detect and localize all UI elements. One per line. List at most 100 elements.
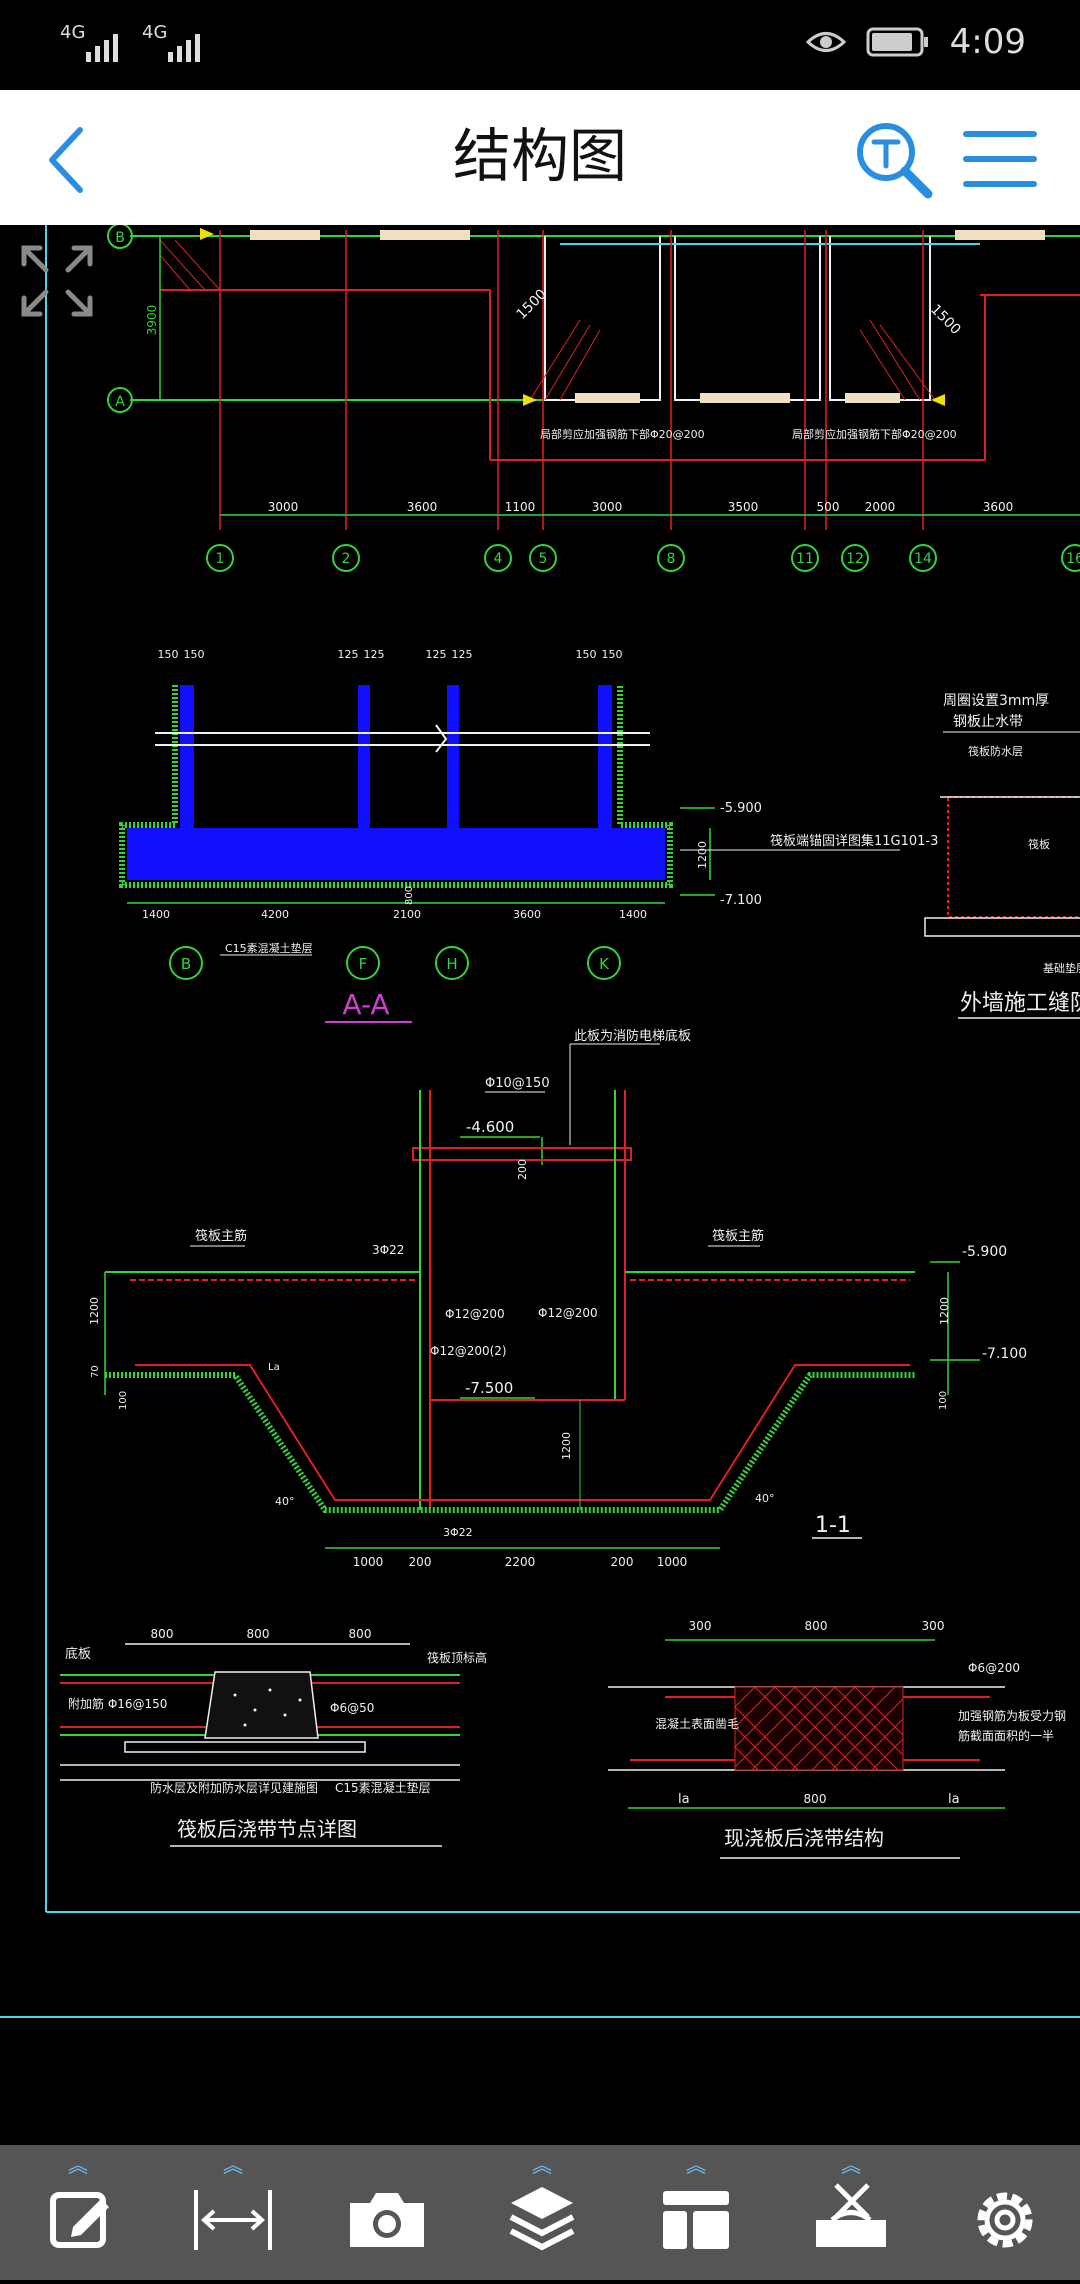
tools-icon [816,2183,886,2247]
s11-dim-1200a: 1200 [88,1297,101,1325]
expand-chevron-icon: ︽ [223,2153,243,2177]
raft-bar2: Φ6@50 [330,1701,374,1715]
status-right: 4:09 [805,22,1026,62]
aa-elev-top: -5.900 [720,801,762,816]
hamburger-menu-icon[interactable] [960,124,1040,194]
raft-bar1: 附加筋 Φ16@150 [68,1696,167,1711]
plan-dim: 2000 [865,500,896,514]
s11-dim-1200b: 1200 [938,1297,951,1325]
s11-r2: Φ12@200(2) [430,1344,507,1358]
s11-r3: Φ12@200 [538,1306,598,1320]
slab-note-right1: 加强钢筋为板受力钢 [958,1708,1066,1723]
cad-drawing[interactable]: B A 3900 1500 1500 局部剪应加强钢筋下部Φ20@200 局部剪… [0,225,1080,2145]
slab-note-left: 混凝土表面凿毛 [655,1716,739,1731]
side-label2: 基础垫层 [1043,961,1080,975]
aa-axis: K [599,955,610,973]
aa-top-dim: 150 [602,648,623,661]
waterproof-detail: 周圈设置3mm厚 钢板止水带 筏板防水层 筏板 基础垫层 外墙施工缝防水大 [924,693,1080,1019]
expand-chevron-icon: ︽ [68,2153,88,2177]
aa-axis: B [181,955,191,973]
signal-1: 4G [60,22,124,62]
app-bar: 结构图 [0,90,1080,225]
eye-icon [805,32,846,52]
aa-top-dim: 125 [426,648,447,661]
slab-dim-800: 800 [804,1792,827,1806]
raft-slab: 底板 [65,1646,91,1662]
text-search-icon[interactable] [852,118,936,202]
measure-icon [194,2190,272,2250]
plan-dim: 3000 [592,500,623,514]
raft-dim: 800 [247,1627,270,1641]
grid-label: 14 [914,551,932,567]
s11-top-note: 此板为消防电梯底板 [574,1028,691,1044]
grid-label: 12 [846,551,864,567]
slab-dim: 300 [922,1619,945,1633]
aa-axis: H [446,955,457,973]
s11-left-note: 筏板主筋 [195,1228,247,1244]
s11-rebar-top: Φ10@150 [485,1076,550,1091]
aa-dim-1200: 1200 [696,841,709,869]
aa-dim-800: 800 [404,886,415,905]
edit-tool[interactable]: ︽ [23,2145,133,2280]
grid-label: 8 [667,551,676,567]
raft-dim: 800 [349,1627,372,1641]
network-indicators: 4G 4G [60,22,206,62]
layout-icon [663,2191,729,2249]
side-line1: 周圈设置3mm厚 [943,693,1049,709]
grid-label: 16 [1066,551,1080,567]
plan-dim: 3500 [728,500,759,514]
slab-post-cast-detail: 300 800 300 Φ6@200 混凝土表面凿毛 加强钢筋为板受力钢 筋截面… [608,1619,1066,1859]
tools-tool[interactable]: ︽ [796,2145,906,2280]
raft-waterproof: 防水层及附加防水层详见建施图 [150,1780,318,1795]
net1-label: 4G [60,22,86,43]
grid-label: 5 [539,551,548,567]
plan-note-left: 局部剪应加强钢筋下部Φ20@200 [540,427,705,441]
section-aa: 150 150 125 125 125 125 150 150 -5.900 -… [119,648,938,1023]
aa-top-dim: 125 [452,648,473,661]
fullscreen-icon[interactable] [14,238,100,324]
signal-2: 4G [142,22,206,62]
layers-icon [509,2187,575,2251]
settings-icon [977,2192,1033,2248]
back-arrow-icon[interactable] [40,120,100,200]
raft-title: 筏板后浇带节点详图 [177,1817,357,1841]
slab-bar: Φ6@200 [968,1661,1020,1675]
plan-note-right: 局部剪应加强钢筋下部Φ20@200 [792,427,957,441]
plan-axis-a: A [115,394,125,410]
s11-bottom-dim: 2200 [505,1555,536,1569]
bottom-toolbar: ︽ ︽ ︽ ︽ [0,2145,1080,2280]
plan-dim: 500 [817,500,840,514]
layers-tool[interactable]: ︽ [487,2145,597,2280]
aa-axis: F [359,955,368,973]
s11-bottom-dim: 200 [409,1555,432,1569]
grid-label: 4 [494,551,503,567]
layout-tool[interactable]: ︽ [641,2145,751,2280]
signal-bars-icon [86,34,118,62]
plan-axis-b: B [115,230,125,246]
s11-bottom-dim: 1000 [657,1555,688,1569]
section-11: 此板为消防电梯底板 Φ10@150 -4.600 200 筏板主筋 筏板主筋 -… [88,1028,1027,1569]
s11-bar-bottom: 3Φ22 [443,1526,473,1539]
plan-dim: 3600 [983,500,1014,514]
s11-r1: Φ12@200 [445,1307,505,1321]
aa-bottom-dim: 2100 [393,908,421,921]
s11-elev-7500: -7.500 [465,1379,513,1397]
s11-angle-l: 40° [275,1495,295,1508]
s11-dim-100b: 100 [938,1391,949,1410]
s11-elev-5900: -5.900 [962,1244,1007,1260]
aa-bottom-dim: 3600 [513,908,541,921]
aa-elev-bottom: -7.100 [720,893,762,908]
plan-dim-3900: 3900 [145,305,159,336]
s11-bottom-dim: 200 [611,1555,634,1569]
settings-tool[interactable] [950,2145,1060,2280]
aa-bottom-dim: 4200 [261,908,289,921]
drawing-canvas[interactable]: B A 3900 1500 1500 局部剪应加强钢筋下部Φ20@200 局部剪… [0,225,1080,2145]
measure-tool[interactable]: ︽ [178,2145,288,2280]
aa-top-dim: 125 [364,648,385,661]
clock: 4:09 [949,22,1026,62]
side-line3: 筏板防水层 [968,744,1023,758]
raft-elev-note: 筏板顶标高 [427,1650,487,1665]
net2-label: 4G [142,22,168,43]
camera-tool[interactable] [332,2145,442,2280]
edit-icon [50,2192,109,2248]
